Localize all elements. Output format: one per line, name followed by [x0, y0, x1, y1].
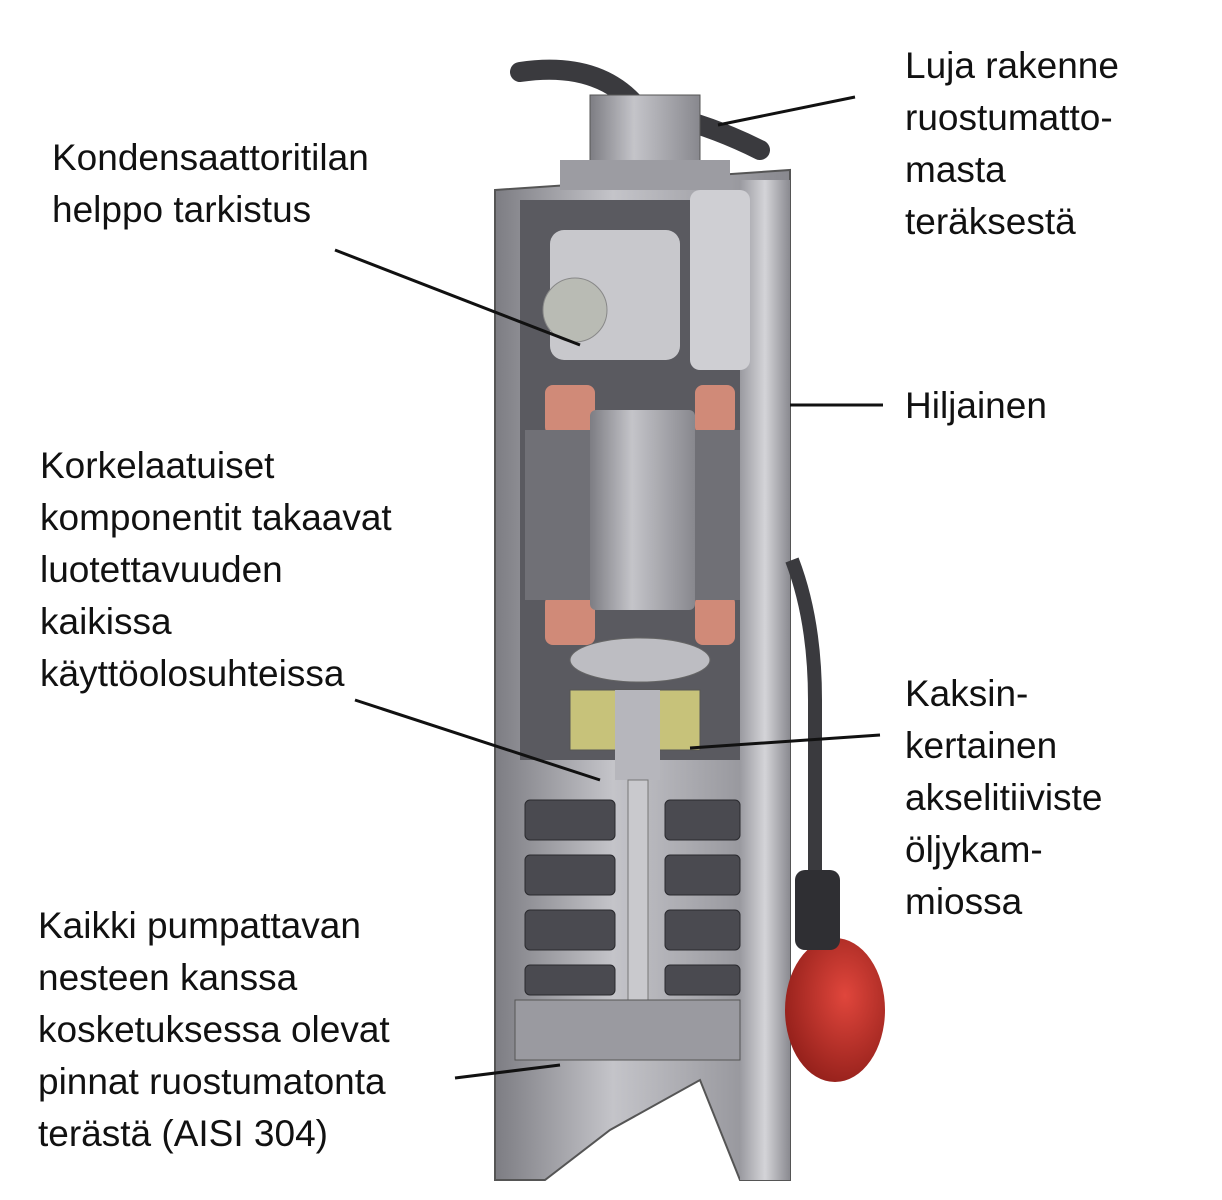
label-line: komponentit takaavat: [40, 497, 392, 538]
label-components: Korkelaatuiset komponentit takaavat luot…: [40, 440, 392, 700]
rotor: [590, 410, 695, 610]
label-line: Hiljainen: [905, 385, 1047, 426]
label-quiet: Hiljainen: [905, 380, 1047, 432]
inlet-strainer: [514, 999, 741, 1061]
label-line: kaikissa: [40, 601, 172, 642]
label-line: kertainen: [905, 725, 1058, 766]
label-line: Kaikki pumpattavan: [38, 905, 361, 946]
label-line: teräksestä: [905, 201, 1076, 242]
label-line: nesteen kanssa: [38, 957, 298, 998]
label-line: terästä (AISI 304): [38, 1113, 328, 1154]
capacitor: [542, 277, 608, 343]
label-line: luotettavuuden: [40, 549, 283, 590]
label-line: käyttöolosuhteissa: [40, 653, 345, 694]
label-line: helppo tarkistus: [52, 189, 312, 230]
label-stainless-surfaces: Kaikki pumpattavan nesteen kanssa kosket…: [38, 900, 390, 1160]
label-line: Luja rakenne: [905, 45, 1119, 86]
label-line: miossa: [905, 881, 1023, 922]
float-cable: [785, 557, 822, 880]
label-line: kosketuksessa olevat: [38, 1009, 390, 1050]
label-line: masta: [905, 149, 1006, 190]
float-switch: [785, 938, 885, 1082]
stator-winding: [545, 385, 595, 435]
label-line: öljykam-: [905, 829, 1043, 870]
label-steel-construction: Luja rakenne ruostumatto- masta teräkses…: [905, 40, 1119, 248]
label-line: akselitiiviste: [905, 777, 1103, 818]
label-line: pinnat ruostumatonta: [38, 1061, 386, 1102]
label-shaft-seal: Kaksin- kertainen akselitiiviste öljykam…: [905, 668, 1102, 928]
label-line: Kondensaattoritilan: [52, 137, 369, 178]
label-line: Korkelaatuiset: [40, 445, 275, 486]
leader-lines: [334, 95, 883, 1080]
label-capacitor: Kondensaattoritilan helppo tarkistus: [52, 132, 369, 236]
label-line: Kaksin-: [905, 673, 1029, 714]
label-line: ruostumatto-: [905, 97, 1113, 138]
